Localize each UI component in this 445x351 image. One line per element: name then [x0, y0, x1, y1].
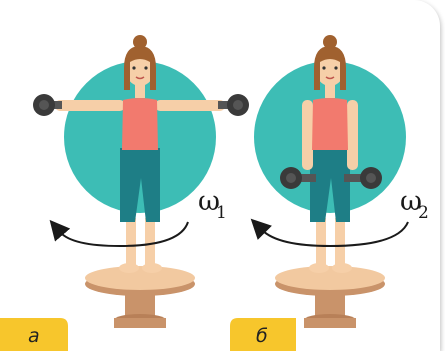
dumbbell-left-a [33, 94, 62, 116]
label-box-b: б [230, 318, 296, 351]
omega-subscript-a: 1 [216, 203, 227, 223]
figure-a: ω 1 [33, 35, 249, 328]
omega-subscript-b: 2 [418, 203, 429, 223]
label-box-a: а [0, 318, 68, 351]
label-a-text: а [28, 325, 40, 347]
figure-b: ω 2 [254, 35, 429, 328]
rotation-arrow-a [60, 222, 188, 246]
dumbbell-right-a [218, 94, 249, 116]
stool-a [85, 266, 195, 328]
label-b-text: б [256, 325, 268, 347]
